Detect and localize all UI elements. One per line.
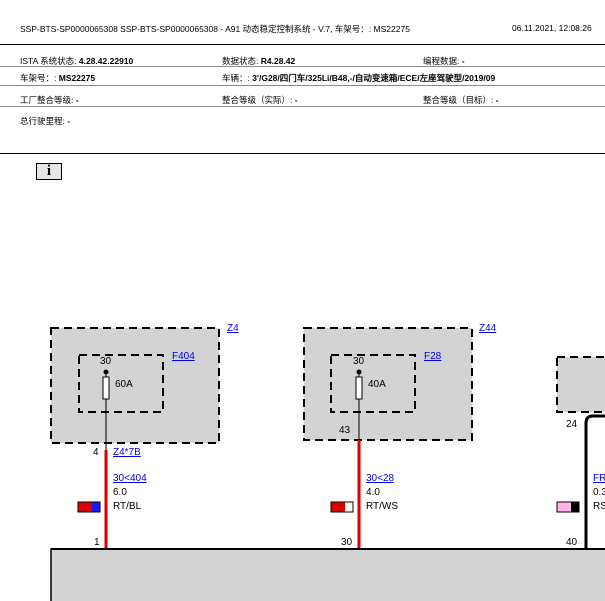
integration-level-actual: 整合等级（实际）: - bbox=[222, 95, 298, 105]
wire-30-28-link[interactable]: 30<28 bbox=[366, 473, 395, 484]
wire-30-28-size: 4.0 bbox=[366, 487, 380, 498]
wire-30-404-size: 6.0 bbox=[113, 487, 127, 498]
info-icon[interactable]: i bbox=[36, 163, 62, 180]
wire-30-28-bottom-pin: 30 bbox=[341, 537, 353, 548]
ista-status: ISTA 系统状态: 4.28.42.22910 bbox=[20, 56, 134, 66]
fuse-f28-rating: 40A bbox=[368, 379, 386, 390]
page-header-title: SSP-BTS-SP0000065308 SSP-BTS-SP000006530… bbox=[20, 24, 410, 34]
meta-divider-2 bbox=[0, 85, 605, 86]
wire-third-bend bbox=[584, 414, 605, 424]
fuse-f28-symbol bbox=[355, 376, 363, 400]
wire-third-link[interactable]: FR bbox=[593, 473, 605, 484]
meta-divider-3 bbox=[0, 106, 605, 107]
wire-third-size: 0.3 bbox=[593, 487, 605, 498]
module-z4-link[interactable]: Z4 bbox=[227, 323, 239, 334]
header-divider bbox=[0, 44, 605, 45]
fuse-f404-symbol bbox=[102, 376, 110, 400]
page-header-timestamp: 06.11.2021, 12:08:26 bbox=[512, 23, 592, 33]
fuse-f404-rating: 60A bbox=[115, 379, 133, 390]
fuse-f28-link[interactable]: F28 bbox=[424, 351, 442, 362]
meta-divider-1 bbox=[0, 66, 605, 67]
data-status: 数据状态: R4.28.42 bbox=[222, 56, 296, 66]
fuse-f404-node bbox=[103, 369, 109, 375]
module-z44-link[interactable]: Z44 bbox=[479, 323, 497, 334]
wire-30-404-color: RT/BL bbox=[113, 501, 142, 512]
wire-30-404-link[interactable]: 30<404 bbox=[113, 473, 147, 484]
fuse-f404-link[interactable]: F404 bbox=[172, 351, 195, 362]
fuse-box-f404 bbox=[78, 354, 164, 413]
fuse-f28-node bbox=[356, 369, 362, 375]
fuse-box-f28 bbox=[330, 354, 416, 413]
wire-third-color: RS bbox=[593, 501, 605, 512]
module-third bbox=[556, 356, 605, 413]
programming-data: 编程数据: - bbox=[423, 56, 465, 66]
connector-z4-7b-link[interactable]: Z4*7B bbox=[113, 447, 141, 458]
wire-30-404-bottom-pin: 1 bbox=[94, 537, 100, 548]
wire-color-swatch-2 bbox=[330, 501, 354, 513]
module-bottom bbox=[50, 548, 605, 601]
vin-field: 车架号：: MS22275 bbox=[20, 73, 96, 83]
wire-30-28-color: RT/WS bbox=[366, 501, 399, 512]
integration-level-target: 整合等级（目标）: - bbox=[423, 95, 499, 105]
vehicle-field: 车辆：: 3'/G28/四门车/325Li/B48,-/自动变速箱/ECE/左座… bbox=[222, 73, 496, 83]
fuse-f28-pin: 30 bbox=[353, 356, 365, 367]
factory-integration-level: 工厂整合等级: - bbox=[20, 95, 79, 105]
section-divider bbox=[0, 153, 605, 154]
wire-third-bottom-pin: 40 bbox=[566, 537, 578, 548]
wire-color-swatch-3 bbox=[556, 501, 580, 513]
fuse-f404-pin: 30 bbox=[100, 356, 112, 367]
z44-out-pin: 43 bbox=[339, 425, 351, 436]
total-mileage: 总行驶里程: - bbox=[20, 116, 71, 126]
wire-color-swatch-1 bbox=[77, 501, 101, 513]
z4-out-pin: 4 bbox=[93, 447, 99, 458]
third-out-pin: 24 bbox=[566, 419, 578, 430]
